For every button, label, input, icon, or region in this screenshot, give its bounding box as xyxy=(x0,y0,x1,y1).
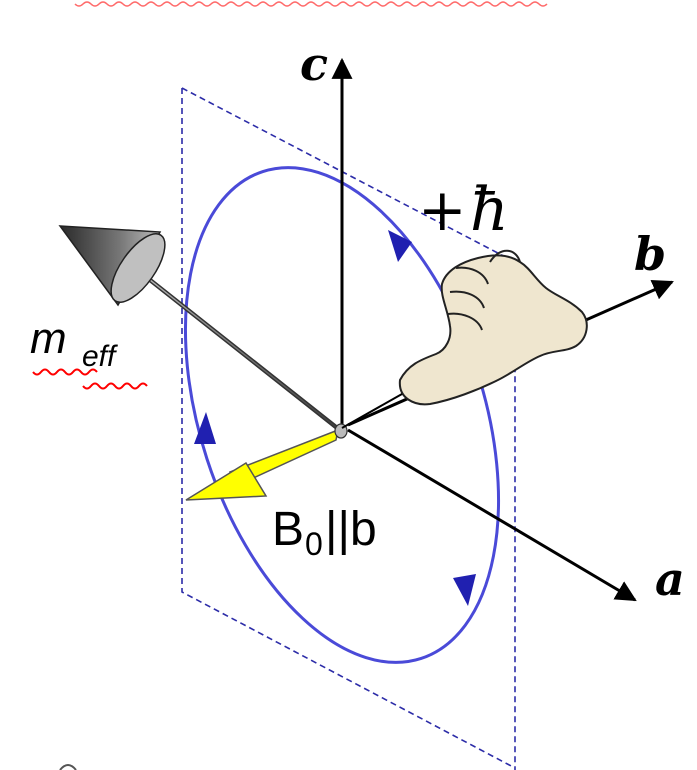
top-spellcheck-squiggle xyxy=(75,2,547,6)
b-axis-label: b xyxy=(634,227,666,281)
stray-mark xyxy=(60,765,76,770)
b0-label-rest: ||b xyxy=(325,503,377,556)
spellcheck-squiggle-eff xyxy=(83,384,147,389)
m-eff-vector xyxy=(60,225,347,438)
m-eff-label-sub: eff xyxy=(82,340,118,373)
hbar-label: ħ xyxy=(470,175,509,245)
orbit-arrowhead-bottom xyxy=(453,574,476,606)
m-eff-label-main: m xyxy=(30,314,67,363)
c-axis-label: c xyxy=(300,37,328,91)
hbar-plus-label: + xyxy=(418,176,467,244)
a-axis-label: a xyxy=(655,552,685,606)
b0-label-main: B xyxy=(272,503,304,556)
orbit-arrowhead-top xyxy=(388,230,412,262)
a-axis xyxy=(348,430,635,600)
b0-label-sub: 0 xyxy=(305,526,323,562)
hand-pointer-line xyxy=(342,394,402,428)
thumbs-up-hand-icon xyxy=(400,251,587,405)
